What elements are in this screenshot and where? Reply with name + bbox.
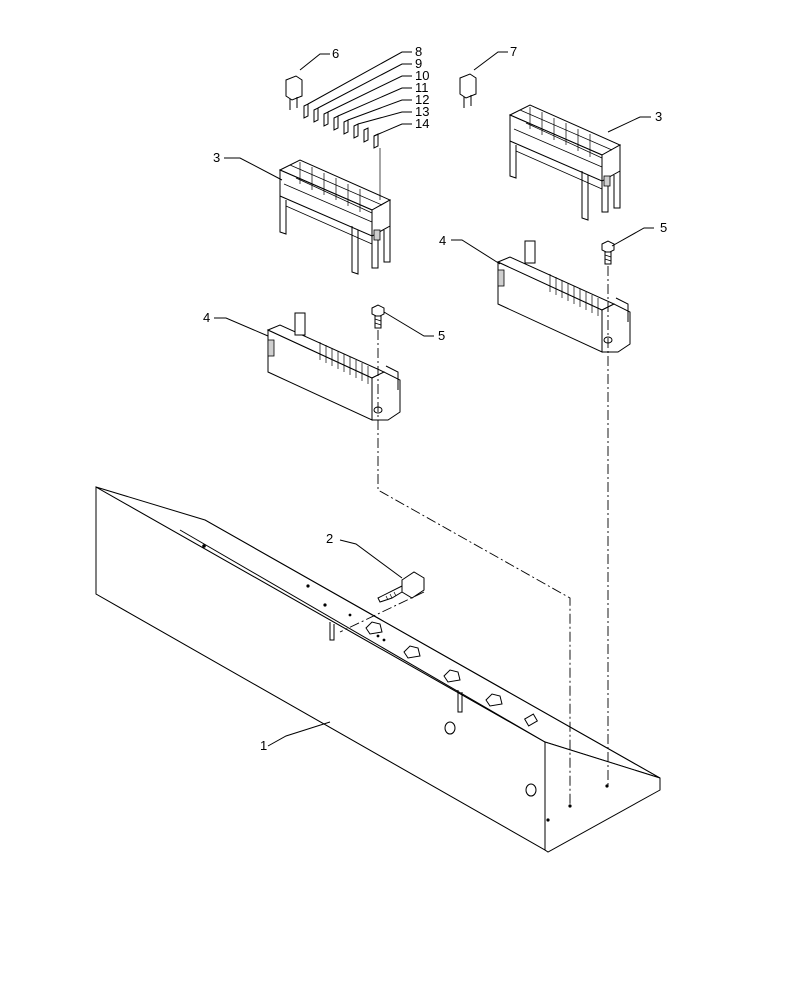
callout-12: 12 [415,92,429,107]
assembly-centerlines [339,266,609,806]
callout-labels: 1 2 3 3 4 4 5 5 6 7 8 9 10 11 12 13 14 [203,44,667,753]
callout-6: 6 [332,46,339,61]
callout-8: 8 [415,44,422,59]
mounting-bracket-part-1 [95,486,661,853]
fuse-part-6 [285,75,303,110]
callout-5-left: 5 [438,328,445,343]
callout-4-left: 4 [203,310,210,325]
callout-7: 7 [510,44,517,59]
mini-fuse-row-parts-8-14 [303,103,381,200]
leader-lines [214,51,654,747]
callout-5-right: 5 [660,220,667,235]
fuse-part-7 [459,73,477,108]
screw-left-part-5 [371,304,385,329]
callout-3-left: 3 [213,150,220,165]
callout-14: 14 [415,116,429,131]
screw-right-part-5 [601,240,615,265]
fuse-base-right-part-4 [496,240,631,353]
bolt-part-2 [377,571,425,603]
callout-2: 2 [326,531,333,546]
callout-11: 11 [415,80,429,95]
callout-1: 1 [260,738,267,753]
fuse-holder-left-part-3 [278,159,392,275]
callout-4-right: 4 [439,233,446,248]
callout-9: 9 [415,56,422,71]
callout-10: 10 [415,68,429,83]
callout-13: 13 [415,104,429,119]
fuse-base-left-part-4 [266,312,401,421]
callout-3-right: 3 [655,109,662,124]
fuse-holder-right-part-3 [508,104,622,221]
